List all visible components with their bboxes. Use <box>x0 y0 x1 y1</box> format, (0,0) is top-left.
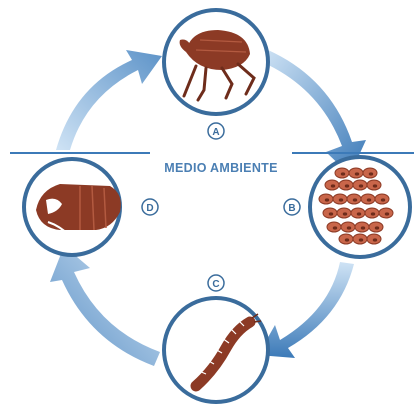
stage-a-letter: A <box>212 127 219 138</box>
stage-a: A <box>164 10 268 139</box>
egg-spot <box>371 212 375 215</box>
stage-d-letter: D <box>146 203 153 214</box>
egg-spot <box>345 238 349 241</box>
egg-spot <box>329 212 333 215</box>
egg-spot <box>343 212 347 215</box>
egg-spot <box>381 198 385 201</box>
egg-spot <box>347 226 351 229</box>
egg-spot <box>359 238 363 241</box>
egg-spot <box>355 172 359 175</box>
egg-spot <box>357 212 361 215</box>
egg-spot <box>373 184 377 187</box>
stage-c-letter: C <box>212 279 219 290</box>
egg-spot <box>339 198 343 201</box>
egg-spot <box>369 172 373 175</box>
egg-spot <box>333 226 337 229</box>
arrow-c-to-d <box>50 246 160 366</box>
stage-c: C <box>164 275 268 402</box>
egg-spot <box>341 172 345 175</box>
stage-b-letter: B <box>288 203 295 214</box>
egg-spot <box>375 226 379 229</box>
egg-spot <box>331 184 335 187</box>
arrow-d-to-a <box>56 50 162 150</box>
egg-spot <box>385 212 389 215</box>
environment-label: MEDIO AMBIENTE <box>164 161 277 175</box>
egg-spot <box>361 226 365 229</box>
egg-spot <box>373 238 377 241</box>
egg-spot <box>345 184 349 187</box>
egg-spot <box>367 198 371 201</box>
arrow-b-to-c <box>258 262 354 358</box>
egg-spot <box>353 198 357 201</box>
stage-b: B <box>284 157 410 257</box>
egg-spot <box>325 198 329 201</box>
stage-d: D <box>24 159 158 255</box>
egg-spot <box>359 184 363 187</box>
